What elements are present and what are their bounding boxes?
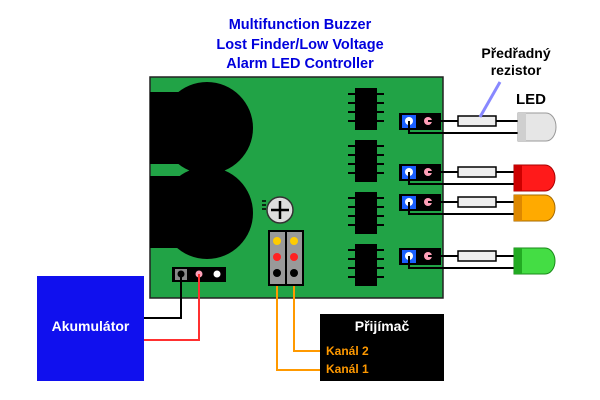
ic-4 [348, 244, 384, 286]
amber-led-icon [513, 194, 556, 222]
resistor-label-line-1: Předřadný [481, 45, 551, 61]
white-led-icon [517, 112, 557, 142]
ic-3 [348, 192, 384, 234]
title-line-1: Multifunction Buzzer [228, 17, 372, 33]
channel-1-wire [276, 286, 320, 371]
receiver-connector [268, 230, 304, 286]
potentiometer-icon [262, 196, 294, 224]
led-wiring-1 [408, 120, 518, 134]
battery-box [37, 276, 144, 381]
red-led-icon [513, 164, 556, 192]
led-wiring-3 [408, 201, 514, 215]
channel-1-label: Kanál 1 [326, 362, 369, 376]
resistor-label-line-2: rezistor [490, 62, 542, 78]
title-line-2: Lost Finder/Low Voltage [216, 37, 384, 53]
ic-1 [348, 88, 384, 130]
resistor-2 [457, 166, 497, 178]
led-wiring-2 [408, 171, 514, 185]
battery-positive-wire [144, 274, 200, 341]
resistor-4 [457, 250, 497, 262]
led-label: LED [516, 91, 546, 108]
ic-2 [348, 140, 384, 182]
channel-2-label: Kanál 2 [326, 344, 369, 358]
battery-negative-wire [144, 274, 182, 319]
receiver-label: Přijímač [354, 318, 410, 334]
led-wiring-4 [408, 255, 514, 269]
resistor-pointer-line [478, 81, 502, 118]
buzzer-top [150, 82, 253, 174]
resistor-label: Předřadný rezistor [468, 45, 564, 79]
channel-2-wire [293, 286, 320, 352]
resistor-3 [457, 196, 497, 208]
buzzer-bottom [150, 167, 253, 259]
green-led-icon [513, 247, 556, 275]
battery-label: Akumulátor [51, 318, 130, 334]
receiver-box [320, 314, 444, 381]
title-line-3: Alarm LED Controller [226, 56, 374, 72]
resistor-1 [457, 115, 497, 127]
